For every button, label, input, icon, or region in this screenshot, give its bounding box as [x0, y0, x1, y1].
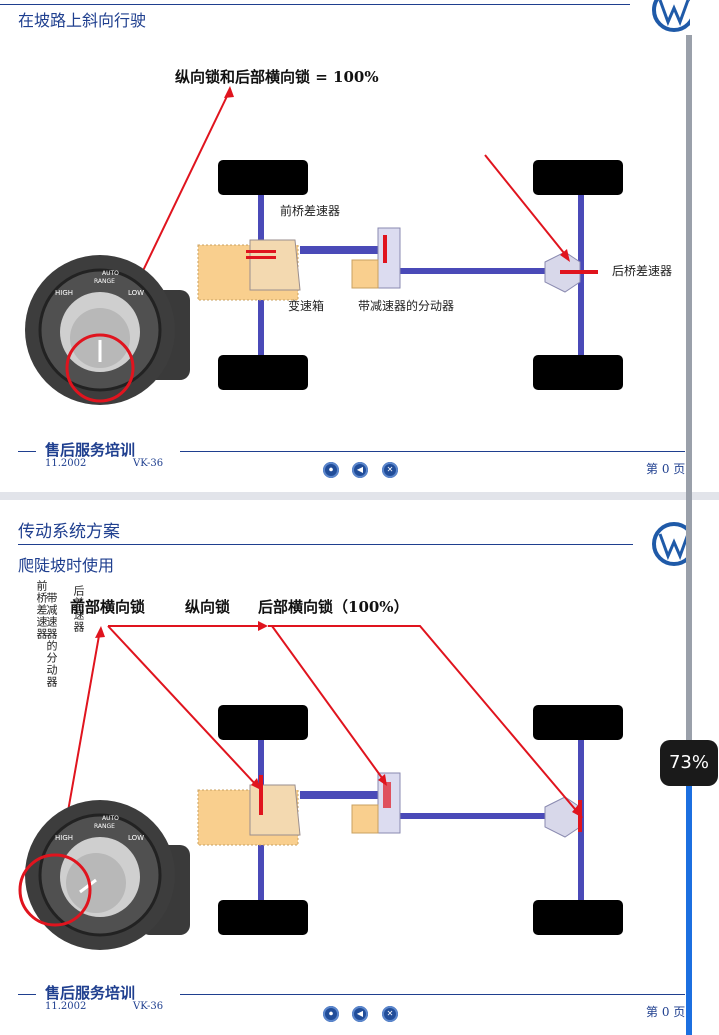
label-rear-diff: 后桥差速器	[612, 264, 673, 278]
title-rule	[18, 544, 633, 545]
rear-diff	[544, 796, 581, 838]
rear-shaft	[400, 813, 545, 819]
wheel-front-left	[218, 705, 308, 740]
callout-long-lock: 纵向锁	[185, 598, 231, 616]
scroll-percent-badge: 73%	[660, 740, 718, 786]
scrollbar-thumb[interactable]	[686, 780, 692, 1035]
drivetrain-diagram: AUTO RANGE HIGH LOW	[18, 621, 623, 950]
vlabel-front-diff: 前桥差速器	[35, 580, 48, 640]
arrow-front-lock	[107, 625, 259, 788]
knob-low: LOW	[128, 834, 144, 842]
footer-title: 售后服务培训	[45, 441, 136, 459]
close-nav-icon[interactable]: ✕	[382, 1006, 398, 1022]
vlabel-rear-diff: 后差速器	[72, 585, 85, 633]
knob-highlight	[65, 333, 135, 403]
knob-auto: AUTO	[102, 270, 119, 277]
wheel-rear-right	[533, 355, 623, 390]
slide-title: 传动系统方案	[18, 522, 120, 542]
transfer-adapter	[351, 259, 379, 289]
slide-2: 传动系统方案 爬陡坡时使用 前桥差速器 带减速器的分动器 后差速器 前部横向锁 …	[0, 500, 690, 1035]
knob-highlight	[18, 853, 92, 927]
drivetrain-diagram: AUTO RANGE HIGH LOW	[25, 86, 623, 405]
label-front-diff: 前桥差速器	[280, 204, 341, 218]
footer-code: VK-36	[133, 458, 164, 469]
wheel-front-left	[218, 160, 308, 195]
front-lock-mark-2	[246, 256, 276, 259]
label-transfer: 带减速器的分动器	[358, 299, 455, 313]
footer-code: VK-36	[133, 1001, 164, 1012]
footer-title: 售后服务培训	[45, 984, 136, 1002]
front-shaft	[300, 791, 382, 799]
page-number: 第 0 页	[646, 1005, 686, 1019]
page-number: 第 0 页	[646, 462, 686, 476]
slide-separator	[0, 492, 719, 500]
footer-date: 11.2002	[45, 458, 87, 469]
slide-subtitle: 爬陡坡时使用	[18, 556, 115, 575]
drive-mode-knob	[25, 255, 190, 405]
vw-logo-icon	[652, 0, 690, 32]
transfer-lock-mark	[383, 235, 387, 263]
title-rule	[0, 4, 630, 5]
front-lock-mark	[259, 775, 263, 815]
home-nav-icon[interactable]: ⏺	[323, 462, 339, 478]
wheel-rear-left	[533, 705, 623, 740]
wheel-rear-right	[533, 900, 623, 935]
knob-range: RANGE	[94, 823, 115, 830]
arrow-rear-lock	[268, 625, 581, 816]
footer-rule-left	[18, 994, 36, 995]
scrollbar-track[interactable]	[686, 35, 692, 1035]
transfer-adapter	[351, 804, 379, 834]
rear-lock-mark	[560, 270, 598, 274]
knob-low: LOW	[128, 289, 144, 297]
vw-logo-icon	[652, 522, 690, 566]
footer-rule-right	[180, 994, 685, 995]
wheel-rear-left	[533, 160, 623, 195]
vlabel-transfer: 带减速器的分动器	[45, 592, 58, 688]
front-lock-mark-1	[246, 250, 276, 253]
close-nav-icon[interactable]: ✕	[382, 462, 398, 478]
knob-high: HIGH	[55, 289, 73, 297]
prev-nav-icon[interactable]: ◀	[352, 462, 368, 478]
home-nav-icon[interactable]: ⏺	[323, 1006, 339, 1022]
knob-high: HIGH	[55, 834, 73, 842]
footer-rule-right	[180, 451, 685, 452]
footer-rule-left	[18, 451, 36, 452]
wheel-front-right	[218, 900, 308, 935]
knob-range: RANGE	[94, 278, 115, 285]
transfer-lock-mark	[383, 782, 391, 808]
label-gearbox: 变速箱	[288, 299, 325, 313]
arrow-long-lock	[271, 625, 386, 783]
transfer-case	[377, 227, 401, 289]
headline: 纵向锁和后部横向锁 = 100%	[175, 68, 379, 86]
wheel-front-right	[218, 355, 308, 390]
slide-1: 在坡路上斜向行驶 纵向锁和后部横向锁 = 100%	[0, 0, 690, 492]
callout-rear-lock: 后部横向锁（100%）	[258, 598, 409, 616]
callout-front-lock: 前部横向锁	[70, 598, 146, 616]
rear-shaft	[400, 268, 545, 274]
arrow-rear-diff	[484, 154, 569, 259]
gearbox-housing	[249, 784, 301, 836]
front-shaft	[300, 246, 382, 254]
prev-nav-icon[interactable]: ◀	[352, 1006, 368, 1022]
drive-mode-knob	[18, 800, 190, 950]
rear-axle	[578, 195, 584, 355]
knob-auto: AUTO	[102, 815, 119, 822]
footer-date: 11.2002	[45, 1001, 87, 1012]
slide-subtitle: 在坡路上斜向行驶	[18, 11, 147, 30]
gearbox-housing	[249, 239, 301, 291]
